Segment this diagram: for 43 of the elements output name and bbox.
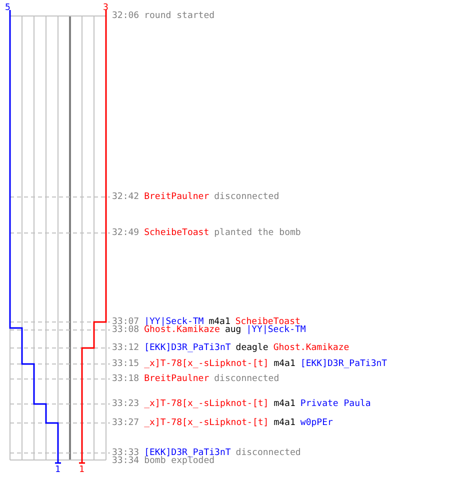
timestamp: 33:33 — [112, 448, 140, 458]
team-count: 5 — [5, 3, 10, 13]
timestamp: 33:08 — [112, 325, 140, 335]
timestamp: 32:06 — [112, 11, 140, 21]
player-name: |YY|Seck-TM — [144, 317, 204, 327]
player-name: BreitPaulner — [144, 192, 210, 202]
weapon-name: m4a1 — [274, 399, 296, 409]
event-text: round started — [144, 11, 215, 21]
player-name: [EKK]D3R_PaTi3nT — [300, 359, 388, 369]
weapon-name: m4a1 — [274, 418, 296, 428]
timestamp: 33:07 — [112, 317, 140, 327]
timestamp: 32:42 — [112, 192, 140, 202]
player-name: _x]T-78[x_-sLipknot-[t] — [144, 418, 269, 428]
weapon-name: m4a1 — [208, 317, 230, 327]
player-name: |YY|Seck-TM — [246, 325, 306, 335]
event-text: disconnected — [214, 192, 280, 202]
player-name: Ghost.Kamikaze — [273, 343, 350, 353]
event-text: disconnected — [236, 448, 301, 458]
weapon-name: deagle — [236, 343, 268, 353]
player-name: ScheibeToast — [144, 228, 210, 238]
event-text: disconnected — [214, 374, 280, 384]
player-name: _x]T-78[x_-sLipknot-[t] — [144, 359, 269, 369]
player-name: w0pPEr — [300, 418, 333, 428]
player-name: [EKK]D3R_PaTi3nT — [144, 448, 231, 458]
timestamp: 33:34 — [112, 456, 140, 466]
event-text: planted the bomb — [214, 228, 301, 238]
timestamp: 33:27 — [112, 418, 140, 428]
player-name: _x]T-78[x_-sLipknot-[t] — [144, 399, 269, 409]
timestamp: 33:12 — [112, 343, 140, 353]
player-name: Ghost.Kamikaze — [144, 325, 220, 335]
event-text: bomb exploded — [144, 456, 215, 466]
player-name: [EKK]D3R_PaTi3nT — [144, 343, 231, 353]
timestamp: 32:49 — [112, 228, 140, 238]
team-count: 1 — [79, 465, 84, 475]
team-count: 1 — [55, 465, 60, 475]
player-name: Private Paula — [300, 399, 371, 409]
team-count: 3 — [103, 3, 108, 13]
weapon-name: aug — [224, 325, 242, 335]
timestamp: 33:18 — [112, 374, 140, 384]
timestamp: 33:15 — [112, 359, 140, 369]
player-name: BreitPaulner — [144, 374, 210, 384]
weapon-name: m4a1 — [274, 359, 296, 369]
timestamp: 33:23 — [112, 399, 140, 409]
